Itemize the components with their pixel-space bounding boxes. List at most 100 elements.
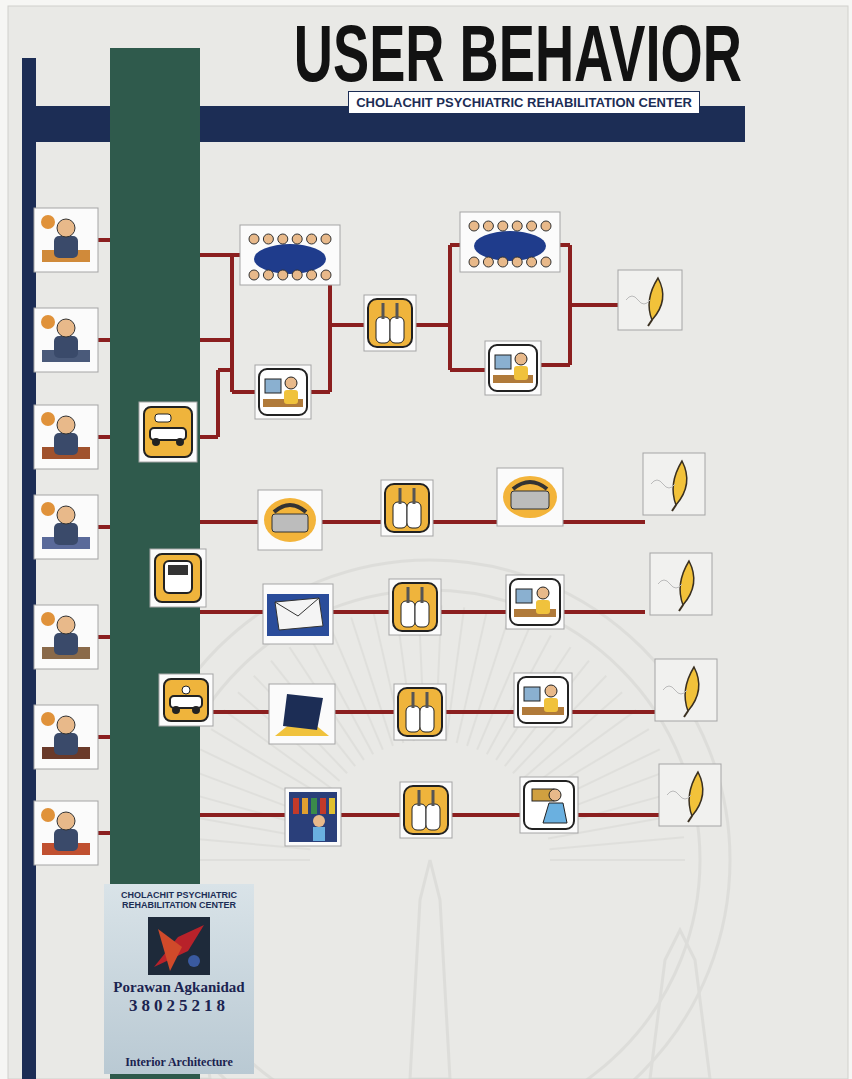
subtitle-text: CHOLACHIT PSYCHIATRIC REHABILITATION CEN… xyxy=(356,95,692,110)
table xyxy=(474,231,546,261)
quill xyxy=(688,816,692,822)
icon-card xyxy=(34,801,98,865)
vehicle-ground xyxy=(164,679,208,721)
knife xyxy=(413,488,416,504)
phone-icon xyxy=(497,468,563,526)
shelf xyxy=(289,792,337,842)
computer-icon xyxy=(485,341,541,395)
dining-icon xyxy=(364,295,416,351)
red-line xyxy=(98,831,110,835)
scribble xyxy=(651,480,675,488)
pen-icon xyxy=(650,553,712,615)
frame xyxy=(518,677,568,723)
panel-artwork xyxy=(148,917,210,975)
icon-card xyxy=(285,788,341,846)
head xyxy=(545,685,557,697)
icon-card xyxy=(34,405,98,469)
accent xyxy=(41,712,55,726)
project-name: CHOLACHIT PSYCHIATRIC REHABILITATION CEN… xyxy=(110,890,248,911)
handset xyxy=(513,482,547,489)
red-line xyxy=(232,390,255,394)
fork xyxy=(382,303,385,319)
icon-card xyxy=(34,605,98,669)
accent xyxy=(41,315,55,329)
handset xyxy=(274,505,306,512)
reader-head xyxy=(313,815,325,827)
box-icon xyxy=(269,684,335,744)
icon-card xyxy=(34,308,98,372)
credit-panel: CHOLACHIT PSYCHIATRIC REHABILITATION CEN… xyxy=(104,884,254,1074)
frame xyxy=(510,579,560,625)
body xyxy=(54,236,78,258)
head xyxy=(549,789,561,801)
poster-sheet xyxy=(8,6,848,1079)
wheel xyxy=(192,706,200,714)
connector-lines xyxy=(98,240,660,833)
person-icon xyxy=(34,495,98,559)
hand xyxy=(426,804,440,830)
key xyxy=(155,414,171,422)
dining-ground xyxy=(385,484,429,532)
book xyxy=(320,798,326,814)
attendee xyxy=(527,221,537,231)
pen-icon xyxy=(659,764,721,826)
dining-ground xyxy=(404,786,448,834)
book xyxy=(293,798,299,814)
icon-card xyxy=(34,495,98,559)
accent xyxy=(41,215,55,229)
head xyxy=(57,616,75,634)
hand xyxy=(407,502,421,528)
hand xyxy=(406,706,420,732)
dining-ground xyxy=(398,688,442,736)
knife xyxy=(426,692,429,708)
bus-window xyxy=(168,565,188,575)
phone-icon xyxy=(258,490,322,550)
red-line xyxy=(98,238,110,242)
scribble xyxy=(667,791,691,799)
dining-icon xyxy=(400,782,452,838)
red-line xyxy=(448,245,452,370)
icon-card xyxy=(263,584,333,644)
icon-card xyxy=(400,782,452,838)
attendee xyxy=(469,221,479,231)
icon-card xyxy=(643,453,705,515)
hand xyxy=(393,502,407,528)
attendee xyxy=(498,221,508,231)
student-name: Porawan Agkanidad xyxy=(113,979,244,996)
computer-icon xyxy=(255,365,311,419)
seal-ray xyxy=(550,837,684,849)
icon-card xyxy=(506,575,564,629)
quill xyxy=(679,605,683,611)
telephone xyxy=(272,514,308,532)
fork xyxy=(407,587,410,603)
red-line xyxy=(98,435,110,439)
book xyxy=(311,798,317,814)
seal-ray xyxy=(254,676,347,774)
person-icon xyxy=(34,705,98,769)
meeting-icon xyxy=(240,225,340,285)
burst xyxy=(503,476,557,518)
feather xyxy=(680,561,694,605)
red-line xyxy=(216,370,220,437)
icon-card xyxy=(255,365,311,419)
attendee xyxy=(307,270,317,280)
hand xyxy=(401,601,415,627)
head xyxy=(57,416,75,434)
envelope xyxy=(275,598,323,630)
red-line xyxy=(200,435,218,439)
head xyxy=(57,812,75,830)
body xyxy=(54,829,78,851)
table xyxy=(254,244,326,274)
attendee xyxy=(263,270,273,280)
quill xyxy=(648,320,652,326)
pen-icon xyxy=(655,659,717,721)
scribble xyxy=(663,686,687,694)
icon-card xyxy=(34,208,98,272)
icon-card xyxy=(381,480,433,536)
watermark-seal xyxy=(130,560,730,1079)
quill xyxy=(684,711,688,717)
frame xyxy=(259,369,307,415)
attendee xyxy=(292,234,302,244)
body xyxy=(54,433,78,455)
